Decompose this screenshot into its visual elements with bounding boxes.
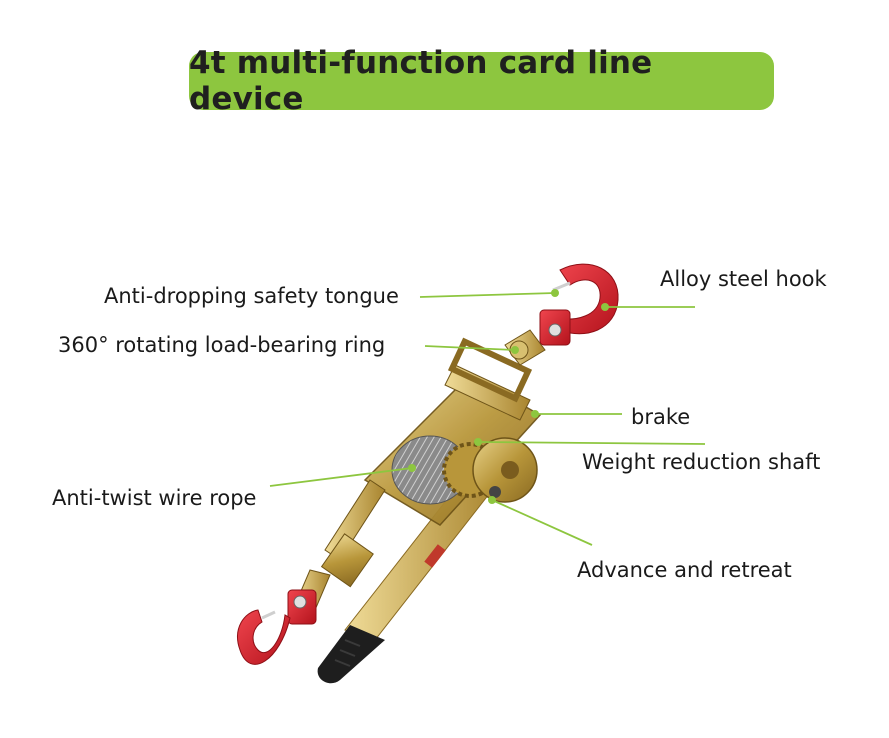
label-reduction-shaft: Weight reduction shaft [582, 450, 821, 474]
label-wire-rope: Anti-twist wire rope [52, 486, 257, 510]
leader-rotating-ring [424, 345, 516, 351]
leader-safety-tongue [419, 292, 556, 298]
leader-dots [408, 289, 609, 504]
label-steel-hook: Alloy steel hook [660, 267, 827, 291]
label-rotating-ring: 360° rotating load-bearing ring [58, 333, 386, 357]
label-brake: brake [631, 405, 691, 429]
leader-advance-retreat [491, 499, 593, 546]
leader-lines [269, 292, 706, 546]
top-hook [539, 263, 619, 346]
bottom-hook [237, 589, 317, 665]
label-advance-retreat: Advance and retreat [577, 558, 792, 582]
label-safety-tongue: Anti-dropping safety tongue [104, 284, 399, 308]
main-frame [293, 329, 546, 613]
leader-reduction-shaft [477, 441, 706, 445]
leader-wire-rope [269, 467, 413, 487]
title-banner: 4t multi-function card line device [189, 45, 774, 117]
page-title: 4t multi-function card line device [189, 45, 653, 117]
